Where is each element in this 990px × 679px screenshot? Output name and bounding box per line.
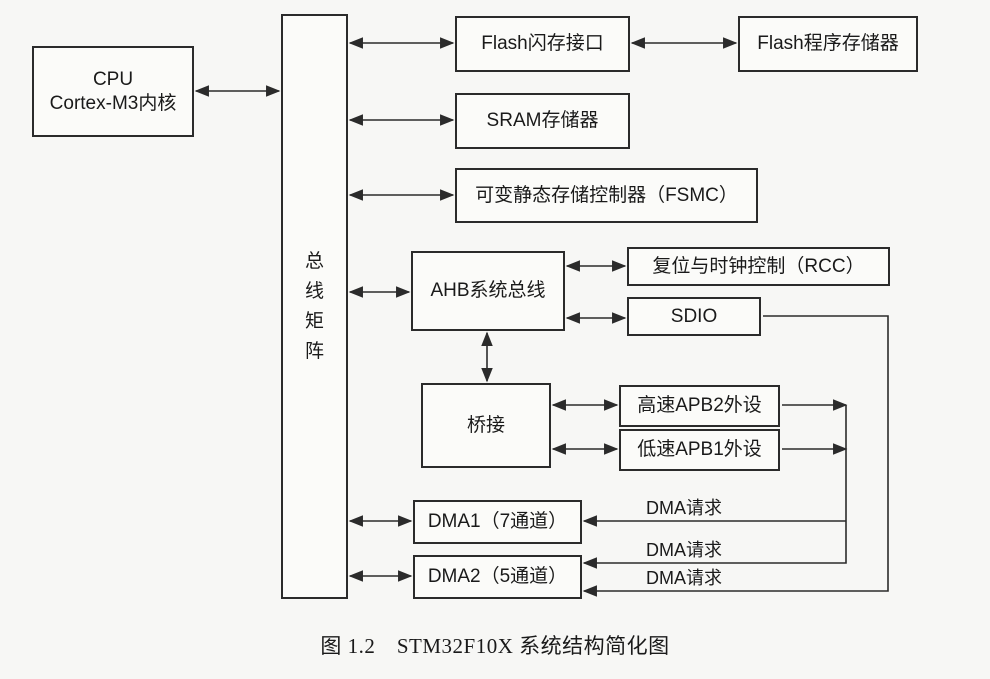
- cpu-label-line1: CPU: [92, 68, 134, 90]
- ahb-bus-block: AHB系统总线: [411, 251, 565, 331]
- bus-matrix-char-2: 线: [304, 280, 324, 302]
- dma1-block: DMA1（7通道）: [413, 500, 582, 544]
- rcc-label: 复位与时钟控制（RCC）: [652, 255, 865, 277]
- bridge-label: 桥接: [466, 414, 505, 436]
- apb1-label: 低速APB1外设: [637, 439, 762, 460]
- bus-matrix-char-3: 矩: [304, 310, 324, 332]
- dma1-label: DMA1（7通道）: [427, 511, 568, 532]
- dma2-block: DMA2（5通道）: [413, 555, 582, 599]
- fsmc-label: 可变静态存储控制器（FSMC）: [475, 184, 738, 206]
- sdio-label: SDIO: [670, 305, 718, 327]
- fsmc-block: 可变静态存储控制器（FSMC）: [455, 168, 758, 223]
- apb-collector: [582, 405, 847, 569]
- ahb-bus-label: AHB系统总线: [430, 280, 546, 301]
- flash-memory-label: Flash程序存储器: [757, 33, 899, 54]
- flash-interface-block: Flash闪存接口: [455, 16, 630, 72]
- sdio-block: SDIO: [627, 297, 761, 336]
- bus-matrix-char-1: 总: [304, 250, 324, 272]
- dma-request-label-1: DMA请求: [646, 498, 722, 518]
- sdio-request-line: [582, 315, 889, 597]
- apb1-peripherals-block: 低速APB1外设: [619, 429, 780, 471]
- rcc-block: 复位与时钟控制（RCC）: [627, 247, 890, 286]
- bus-matrix-char-4: 阵: [304, 340, 324, 362]
- bridge-block: 桥接: [421, 383, 551, 468]
- cpu-label-line2: Cortex-M3内核: [49, 92, 177, 114]
- flash-interface-label: Flash闪存接口: [481, 33, 604, 54]
- cpu-core-block: CPU Cortex-M3内核: [32, 46, 194, 137]
- dma2-label: DMA2（5通道）: [427, 566, 568, 587]
- apb2-peripherals-block: 高速APB2外设: [619, 385, 780, 427]
- sram-block: SRAM存储器: [455, 93, 630, 149]
- flash-memory-block: Flash程序存储器: [738, 16, 918, 72]
- bus-matrix-block: 总 线 矩 阵: [281, 14, 348, 599]
- sram-label: SRAM存储器: [486, 110, 599, 131]
- apb2-label: 高速APB2外设: [637, 395, 762, 416]
- figure-caption: 图 1.2 STM32F10X 系统结构简化图: [320, 634, 670, 658]
- dma-request-label-3: DMA请求: [646, 568, 722, 588]
- dma-request-label-2: DMA请求: [646, 540, 722, 560]
